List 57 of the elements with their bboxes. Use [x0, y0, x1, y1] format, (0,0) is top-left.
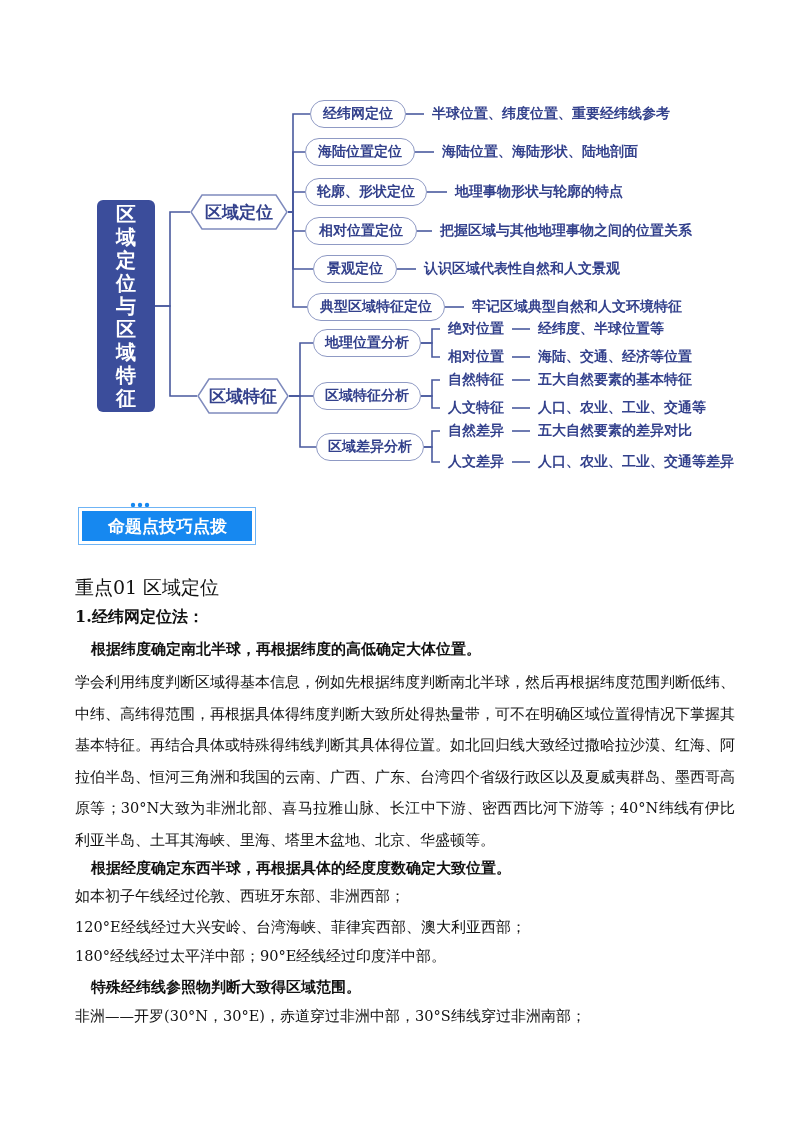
hexagon-box: 区域定位 [190, 194, 288, 230]
description-text: 地理事物形状与轮廓的特点 [447, 183, 631, 201]
connector-line [426, 191, 448, 193]
bold-paragraph: 特殊经纬线参照物判断大致得区域范围。 [89, 977, 362, 997]
connector-line [511, 461, 531, 463]
item-label: 自然特征 [440, 371, 512, 389]
description-text: 海陆位置、海陆形状、陆地剖面 [434, 143, 646, 161]
connector-line [420, 395, 441, 409]
connector-line [423, 446, 441, 463]
description-text: 经纬度、半球位置等 [530, 320, 672, 338]
body-paragraph: 180°经线经过太平洋中部；90°E经线经过印度洋中部。 [75, 947, 448, 966]
description-text: 牢记区域典型自然和人文环境特征 [464, 298, 690, 316]
description-text: 把握区域与其他地理事物之间的位置关系 [432, 222, 700, 240]
description-text: 认识区域代表性自然和人文景观 [416, 260, 628, 278]
rounded-box: 景观定位 [313, 255, 397, 283]
description-text: 人口、农业、工业、交通等差异 [530, 453, 742, 471]
connector-line [511, 430, 531, 432]
item-label: 人文差异 [440, 453, 512, 471]
bold-paragraph: 根据纬度确定南北半球，再根据纬度的高低确定大体位置。 [89, 639, 482, 659]
description-text: 人口、农业、工业、交通等 [530, 399, 714, 417]
item-label: 绝对位置 [440, 320, 512, 338]
rounded-box: 地理位置分析 [313, 329, 421, 357]
rounded-box: 轮廓、形状定位 [305, 178, 427, 206]
connector-line [511, 379, 531, 381]
rounded-box: 海陆位置定位 [305, 138, 415, 166]
connector-line [414, 151, 435, 153]
item-label: 人文特征 [440, 399, 512, 417]
item-label: 自然差异 [440, 422, 512, 440]
rounded-box: 区域特征分析 [313, 382, 421, 410]
connector-line [511, 407, 531, 409]
connector-line [405, 113, 425, 115]
item-label: 相对位置 [440, 348, 512, 366]
connector-line [511, 356, 531, 358]
connector-line [420, 342, 441, 358]
section-heading: 重点01 区域定位 [75, 575, 220, 600]
body-paragraph: 120°E经线经过大兴安岭、台湾海峡、菲律宾西部、澳大利亚西部； [75, 918, 527, 937]
connector-line [154, 305, 198, 397]
connector-line [396, 268, 417, 270]
description-text: 海陆、交通、经济等位置 [530, 348, 700, 366]
title-box: 区域定位与区域特征 [97, 200, 155, 412]
body-paragraph: 非洲——开罗(30°N，30°E)，赤道穿过非洲中部，30°S纬线穿过非洲南部； [75, 1007, 587, 1026]
rounded-box: 相对位置定位 [305, 217, 417, 245]
hexagon-box: 区域特征 [197, 378, 289, 414]
description-text: 半球位置、纬度位置、重要经纬线参考 [424, 105, 678, 123]
rounded-box: 经纬网定位 [310, 100, 406, 128]
rounded-box: 区域差异分析 [316, 433, 424, 461]
connector-line [416, 230, 433, 232]
bold-paragraph: 根据经度确定东西半球，再根据具体的经度度数确定大致位置。 [89, 858, 512, 878]
description-text: 五大自然要素的差异对比 [530, 422, 700, 440]
description-text: 五大自然要素的基本特征 [530, 371, 700, 389]
connector-line [511, 328, 531, 330]
subsection-heading: 1.经纬网定位法： [75, 606, 204, 628]
connector-line [288, 395, 317, 448]
body-paragraph: 学会利用纬度判断区域得基本信息，例如先根据纬度判断南北半球，然后再根据纬度范围判断低纬、中纬、高纬得范围，再根据具体得纬度判断大致所处得热量带，可不在明确区域位置得情况下掌握其基本特征。再结合具体或特殊得纬线判断其具体得位置。如北回归线大致经过撒哈拉沙漠、红海、阿拉伯半岛、恒河三角洲和我国的云南、广西、广东、台湾四个省级行政区以及夏威夷群岛、墨西哥高原等；30°N大致为非洲北部、喜马拉雅山脉、长江中下游、密西西比河下游等；40°N纬线有伊比利亚半岛、土耳其海峡、里海、塔里木盆地、北京、华盛顿等。 [75, 673, 735, 850]
rounded-box: 典型区域特征定位 [307, 293, 445, 321]
connector-line [444, 306, 465, 308]
body-paragraph: 如本初子午线经过伦敦、西班牙东部、非洲西部； [75, 887, 406, 906]
